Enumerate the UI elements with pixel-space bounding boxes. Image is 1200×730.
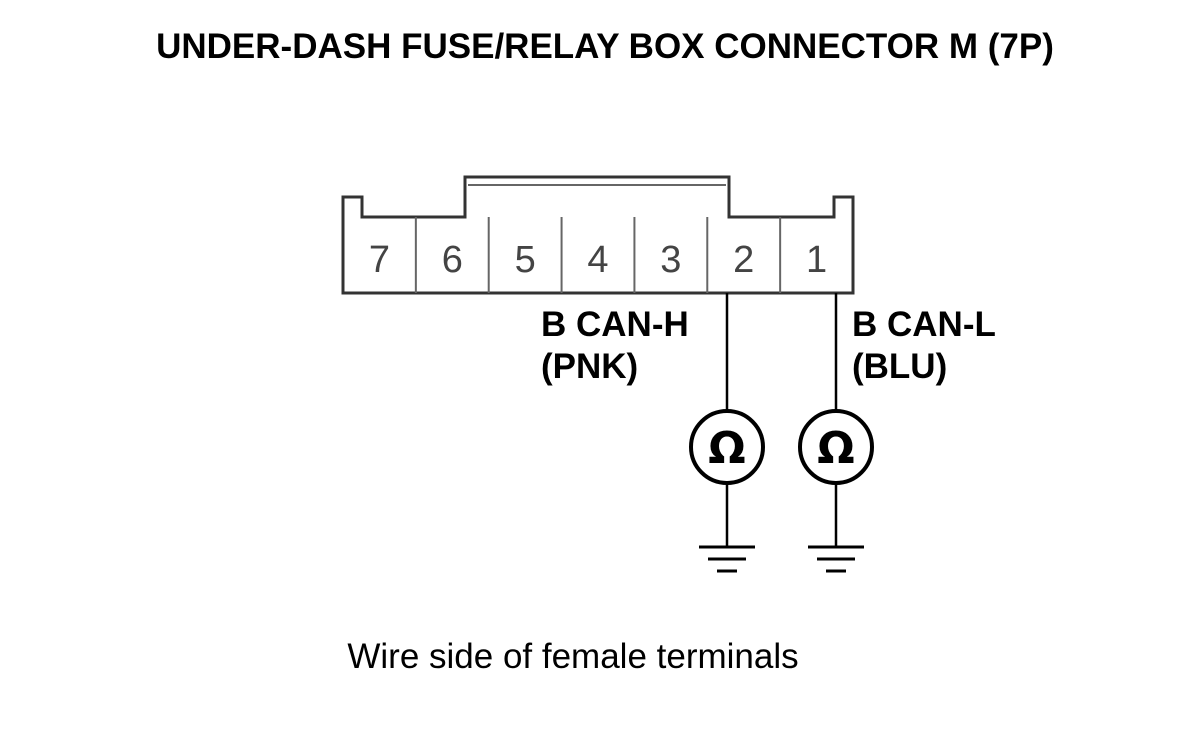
probe-can-l: Ω B CAN-L (BLU) (798, 293, 996, 573)
ground-icon (808, 545, 864, 573)
terminal-number: 2 (733, 239, 754, 281)
terminal-number: 5 (515, 239, 536, 281)
ohm-symbol: Ω (708, 423, 745, 474)
probe-wire-color-label: (PNK) (541, 347, 638, 386)
terminal-number: 4 (587, 239, 608, 281)
ohm-symbol: Ω (817, 423, 854, 474)
ohmmeter-icon (798, 409, 874, 485)
connector-housing-outline (341, 175, 855, 295)
terminal-number: 6 (442, 239, 463, 281)
probe-signal-label: B CAN-H (541, 305, 689, 344)
probe-signal-label: B CAN-L (852, 305, 996, 344)
connector-body: 7 6 5 4 3 2 1 (341, 175, 855, 295)
diagram-caption: Wire side of female terminals (347, 637, 798, 676)
terminal-number: 3 (660, 239, 681, 281)
diagram-title: UNDER-DASH FUSE/RELAY BOX CONNECTOR M (7… (156, 27, 1054, 66)
terminal-numbers: 7 6 5 4 3 2 1 (369, 239, 827, 281)
terminal-dividers (414, 217, 782, 293)
ohmmeter-icon (689, 409, 765, 485)
probe-can-h: Ω B CAN-H (PNK) (541, 293, 765, 573)
terminal-number: 7 (369, 239, 390, 281)
terminal-number: 1 (806, 239, 827, 281)
ground-icon (699, 545, 755, 573)
probe-wire-color-label: (BLU) (852, 347, 947, 386)
